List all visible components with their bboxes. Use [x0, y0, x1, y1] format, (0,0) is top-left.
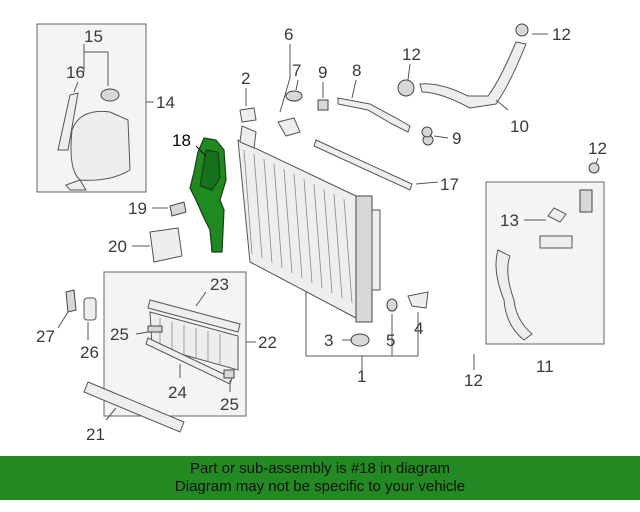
callout-18[interactable]: 18: [172, 131, 191, 150]
callout-20: 20: [108, 237, 127, 256]
lower-bracket: [83, 381, 185, 433]
callout-12: 12: [402, 45, 421, 64]
misc-brackets: [149, 201, 187, 263]
footer-banner: Part or sub-assembly is #18 in diagram D…: [0, 456, 640, 500]
callout-11: 11: [536, 357, 554, 376]
callout-26: 26: [80, 343, 99, 362]
radiator: [237, 125, 434, 323]
callout-17: 17: [440, 175, 459, 194]
callout-13: 13: [500, 211, 519, 230]
callout-8: 8: [352, 61, 361, 80]
lower-hose-group: [485, 162, 605, 345]
footer-line-2: Diagram may not be specific to your vehi…: [174, 478, 466, 495]
callout-12: 12: [588, 139, 607, 158]
leader-lines: [57, 33, 599, 421]
air-guide-group: [103, 271, 256, 417]
callout-12: 12: [552, 25, 571, 44]
part-18-air-guide[interactable]: [189, 137, 227, 253]
small-parts-left: [65, 289, 97, 321]
upper-hoses: [337, 23, 529, 133]
callout-15: 15: [84, 27, 103, 46]
callout-25: 25: [220, 395, 239, 414]
callout-4: 4: [414, 319, 423, 338]
radiator-caps: [239, 90, 433, 138]
callout-6: 6: [284, 25, 293, 44]
callout-2: 2: [241, 69, 250, 88]
callout-10: 10: [510, 117, 529, 136]
callout-25: 25: [110, 325, 129, 344]
callout-3: 3: [324, 331, 333, 350]
callout-22: 22: [258, 333, 277, 352]
drain-parts: [350, 291, 429, 347]
callout-23: 23: [210, 275, 229, 294]
reservoir-group: [36, 23, 154, 193]
callout-16: 16: [66, 63, 85, 82]
callout-14: 14: [156, 93, 175, 112]
callout-5: 5: [386, 331, 395, 350]
callout-9: 9: [318, 63, 327, 82]
callout-numbers: 15 16 14 18 19 20 2 6 7 9 8 12 12 9 10 1…: [36, 25, 607, 444]
callout-12: 12: [464, 371, 483, 390]
callout-1: 1: [357, 367, 366, 386]
callout-21: 21: [86, 425, 105, 444]
footer-line-1: Part or sub-assembly is #18 in diagram: [189, 460, 451, 477]
callout-27: 27: [36, 327, 55, 346]
callout-24: 24: [168, 383, 187, 402]
callout-19: 19: [128, 199, 147, 218]
callout-9: 9: [452, 129, 461, 148]
callout-7: 7: [292, 61, 301, 80]
